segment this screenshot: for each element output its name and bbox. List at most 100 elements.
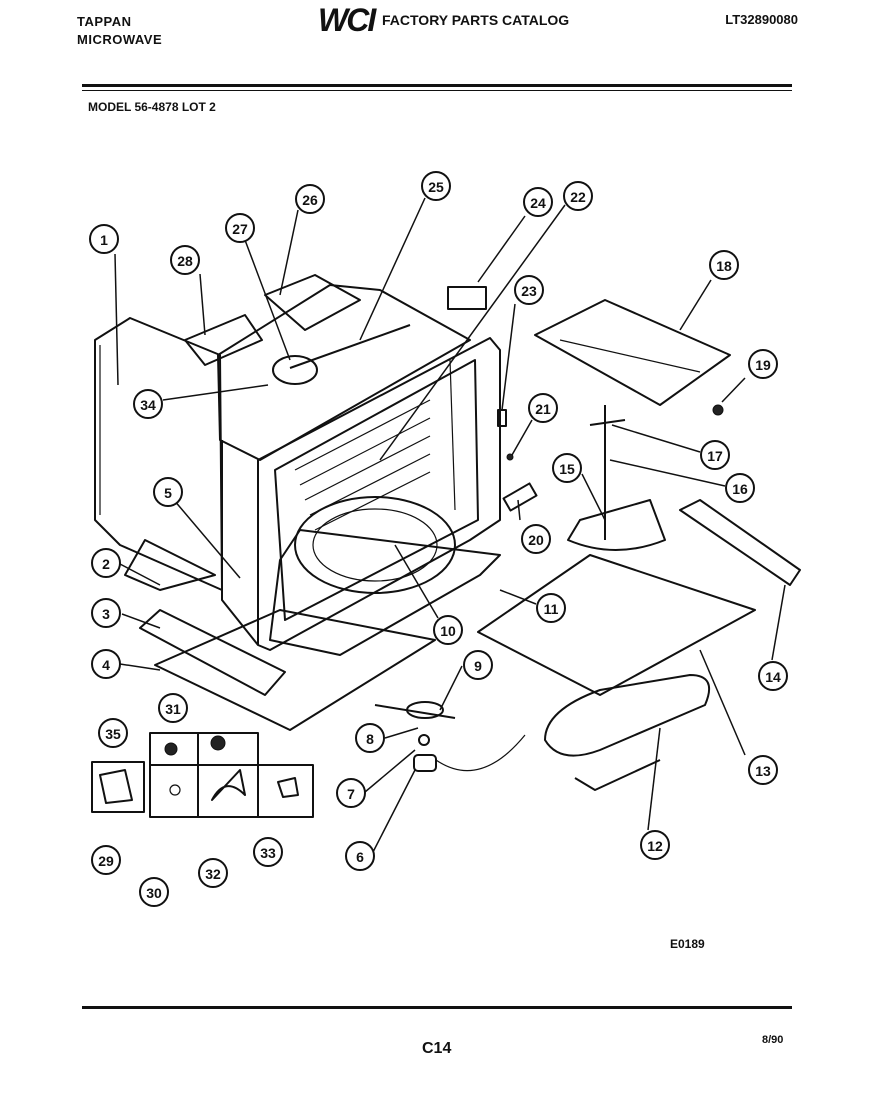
callout-circle	[536, 593, 566, 623]
callout-circle	[355, 723, 385, 753]
callout-label: 9	[474, 658, 482, 674]
callout-circle	[198, 858, 228, 888]
callout-circle	[133, 389, 163, 419]
callout-label: 1	[100, 232, 108, 248]
header-rule-thin	[82, 90, 792, 91]
callout-32: 32	[198, 858, 228, 888]
callout-label: 3	[102, 606, 110, 622]
callout-label: 31	[165, 701, 181, 717]
callout-label: 12	[647, 838, 663, 854]
callout-1: 1	[89, 224, 119, 254]
callout-label: 17	[707, 448, 723, 464]
bake-element	[544, 674, 710, 757]
callout-label: 29	[98, 853, 114, 869]
callout-22: 22	[563, 181, 593, 211]
catalog-number: LT32890080	[725, 12, 798, 27]
callout-13: 13	[748, 755, 778, 785]
callout-label: 19	[755, 357, 771, 373]
catalog-date: 8/90	[762, 1034, 784, 1046]
callout-27: 27	[225, 213, 255, 243]
outer-cabinet	[94, 317, 223, 591]
callout-group: 1234567891011121314151617181920212223242…	[89, 171, 788, 907]
callout-14: 14	[758, 661, 788, 691]
callout-label: 28	[177, 253, 193, 269]
callout-circle	[89, 224, 119, 254]
callout-circle	[345, 841, 375, 871]
base-plate	[154, 609, 436, 731]
callout-8: 8	[355, 723, 385, 753]
callout-10: 10	[433, 615, 463, 645]
brand-line-2: MICROWAVE	[77, 32, 163, 47]
callout-label: 33	[260, 845, 276, 861]
small-parts-box	[91, 732, 314, 818]
callout-label: 15	[559, 461, 575, 477]
callout-circle	[725, 473, 755, 503]
latch-screw	[506, 453, 514, 461]
callout-35: 35	[98, 718, 128, 748]
callout-circle	[748, 755, 778, 785]
callout-circle	[523, 187, 553, 217]
header-rule	[82, 84, 792, 87]
callout-circle	[170, 245, 200, 275]
callout-label: 13	[755, 763, 771, 779]
callout-3: 3	[91, 598, 121, 628]
callout-19: 19	[748, 349, 778, 379]
coupler	[418, 734, 430, 746]
callout-circle	[295, 184, 325, 214]
glass-tray	[294, 496, 456, 594]
callout-circle	[336, 778, 366, 808]
fan-belt	[289, 324, 411, 369]
callout-label: 24	[530, 195, 546, 211]
callout-circle	[463, 650, 493, 680]
fan-motor	[272, 355, 318, 385]
callout-20: 20	[521, 524, 551, 554]
page-number: C14	[422, 1040, 452, 1057]
callout-24: 24	[523, 187, 553, 217]
callout-11: 11	[536, 593, 566, 623]
callout-circle	[91, 845, 121, 875]
door-latch	[502, 482, 538, 512]
callout-12: 12	[640, 830, 670, 860]
callout-15: 15	[552, 453, 582, 483]
callout-circle	[139, 877, 169, 907]
callout-circle	[225, 213, 255, 243]
callout-circle	[253, 837, 283, 867]
brand-line-1: TAPPAN	[77, 14, 132, 29]
callout-circle	[528, 393, 558, 423]
diagram-code: E0189	[670, 937, 705, 951]
callout-circle	[514, 275, 544, 305]
callout-label: 22	[570, 189, 586, 205]
callout-17: 17	[700, 440, 730, 470]
leader-lines	[114, 197, 786, 855]
callout-18: 18	[709, 250, 739, 280]
glass-tray-inner	[312, 508, 438, 582]
callout-25: 25	[421, 171, 451, 201]
callout-circle	[758, 661, 788, 691]
screw	[712, 404, 724, 416]
callout-33: 33	[253, 837, 283, 867]
control-panel	[534, 299, 731, 406]
callout-circle	[91, 649, 121, 679]
callout-2: 2	[91, 548, 121, 578]
callout-29: 29	[91, 845, 121, 875]
callout-circle	[700, 440, 730, 470]
callout-label: 30	[146, 885, 162, 901]
callout-circle	[98, 718, 128, 748]
element-terminal	[574, 759, 661, 791]
callout-circle	[158, 693, 188, 723]
callout-label: 21	[535, 401, 551, 417]
callout-circle	[640, 830, 670, 860]
motor-wire	[435, 734, 526, 772]
callout-circle	[421, 171, 451, 201]
callout-label: 20	[528, 532, 544, 548]
callout-circle	[433, 615, 463, 645]
callout-label: 23	[521, 283, 537, 299]
turntable-hub	[406, 701, 444, 719]
callout-23: 23	[514, 275, 544, 305]
side-bracket	[124, 539, 216, 591]
callout-label: 35	[105, 726, 121, 742]
callout-label: 4	[102, 657, 110, 673]
callout-circle	[552, 453, 582, 483]
callout-9: 9	[463, 650, 493, 680]
callout-5: 5	[153, 477, 183, 507]
